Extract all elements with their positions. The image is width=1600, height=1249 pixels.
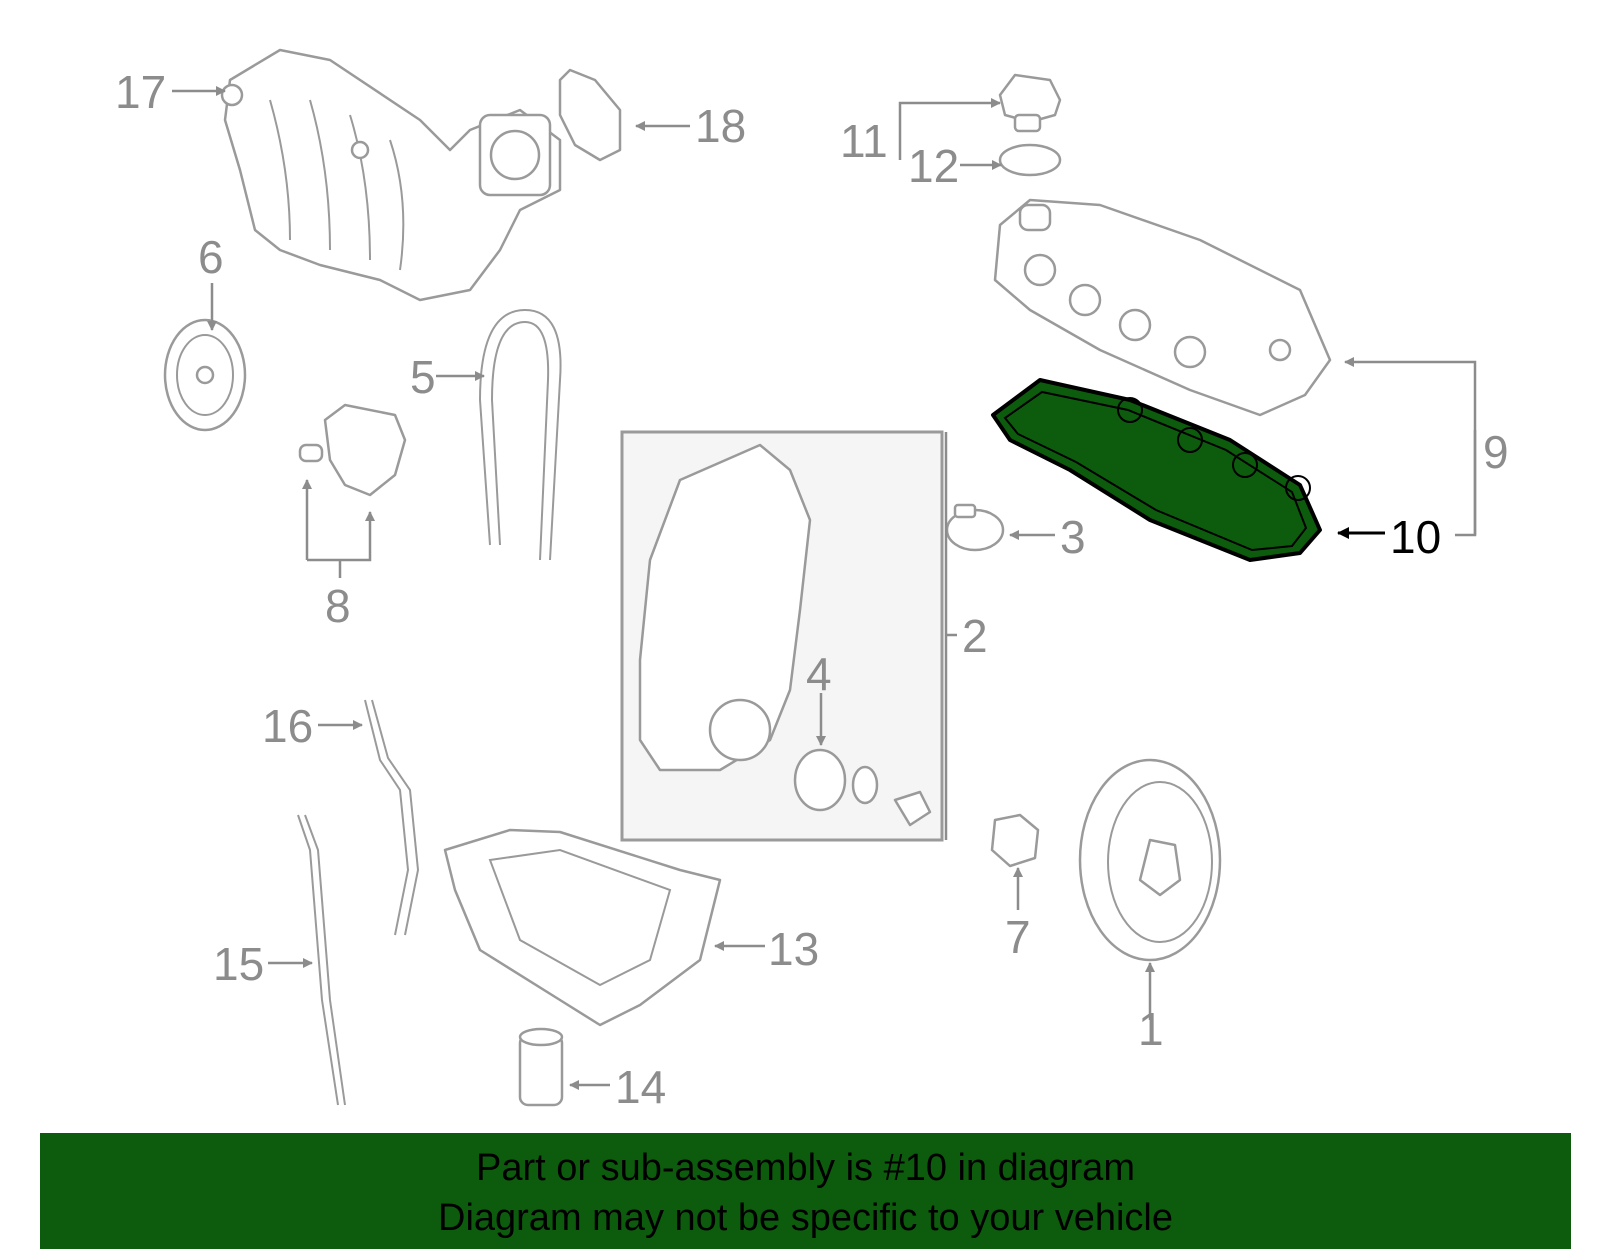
callout-16: 16 xyxy=(262,700,313,752)
callout-6: 6 xyxy=(198,231,224,283)
callout-9: 9 xyxy=(1483,426,1509,478)
timing-cover-part[interactable] xyxy=(638,443,932,827)
callout-7: 7 xyxy=(1005,911,1031,963)
callout-18: 18 xyxy=(695,100,746,152)
callout-15: 15 xyxy=(213,938,264,990)
callout-1: 1 xyxy=(1138,1003,1164,1055)
sensor-part[interactable] xyxy=(298,403,407,497)
timing-chain-part[interactable] xyxy=(478,308,562,561)
intake-manifold-part[interactable] xyxy=(220,48,562,302)
dipstick-part[interactable] xyxy=(297,814,346,1106)
crankshaft-pulley-part[interactable] xyxy=(1078,758,1222,962)
pulley-bolt-part[interactable] xyxy=(990,813,1040,868)
timing-cover-cap-part[interactable] xyxy=(945,503,1005,552)
oil-filter-part[interactable] xyxy=(518,1027,564,1107)
info-banner: Part or sub-assembly is #10 in diagram D… xyxy=(40,1133,1571,1249)
banner-line-2: Diagram may not be specific to your vehi… xyxy=(438,1197,1173,1239)
oil-filler-seal-part[interactable] xyxy=(998,143,1062,177)
callout-11: 11 xyxy=(840,115,888,167)
throttle-body-gasket-part[interactable] xyxy=(558,68,622,162)
sprocket-part[interactable] xyxy=(163,318,247,432)
callout-2: 2 xyxy=(962,610,988,662)
callout-17: 17 xyxy=(115,66,166,118)
banner-line-1: Part or sub-assembly is #10 in diagram xyxy=(476,1147,1135,1189)
callout-10: 10 xyxy=(1390,511,1441,563)
callout-13: 13 xyxy=(768,923,819,975)
callout-4: 4 xyxy=(806,648,832,700)
callout-8: 8 xyxy=(325,580,351,632)
callout-5: 5 xyxy=(410,351,436,403)
valve-cover-part[interactable] xyxy=(993,198,1332,417)
oil-pan-part[interactable] xyxy=(443,828,722,1027)
callout-3: 3 xyxy=(1060,511,1086,563)
dipstick-tube-part[interactable] xyxy=(364,699,420,936)
oil-filler-cap-part[interactable] xyxy=(998,73,1062,133)
callout-14: 14 xyxy=(615,1061,666,1113)
valve-cover-gasket-highlighted[interactable] xyxy=(991,378,1322,562)
callout-12: 12 xyxy=(908,140,959,192)
